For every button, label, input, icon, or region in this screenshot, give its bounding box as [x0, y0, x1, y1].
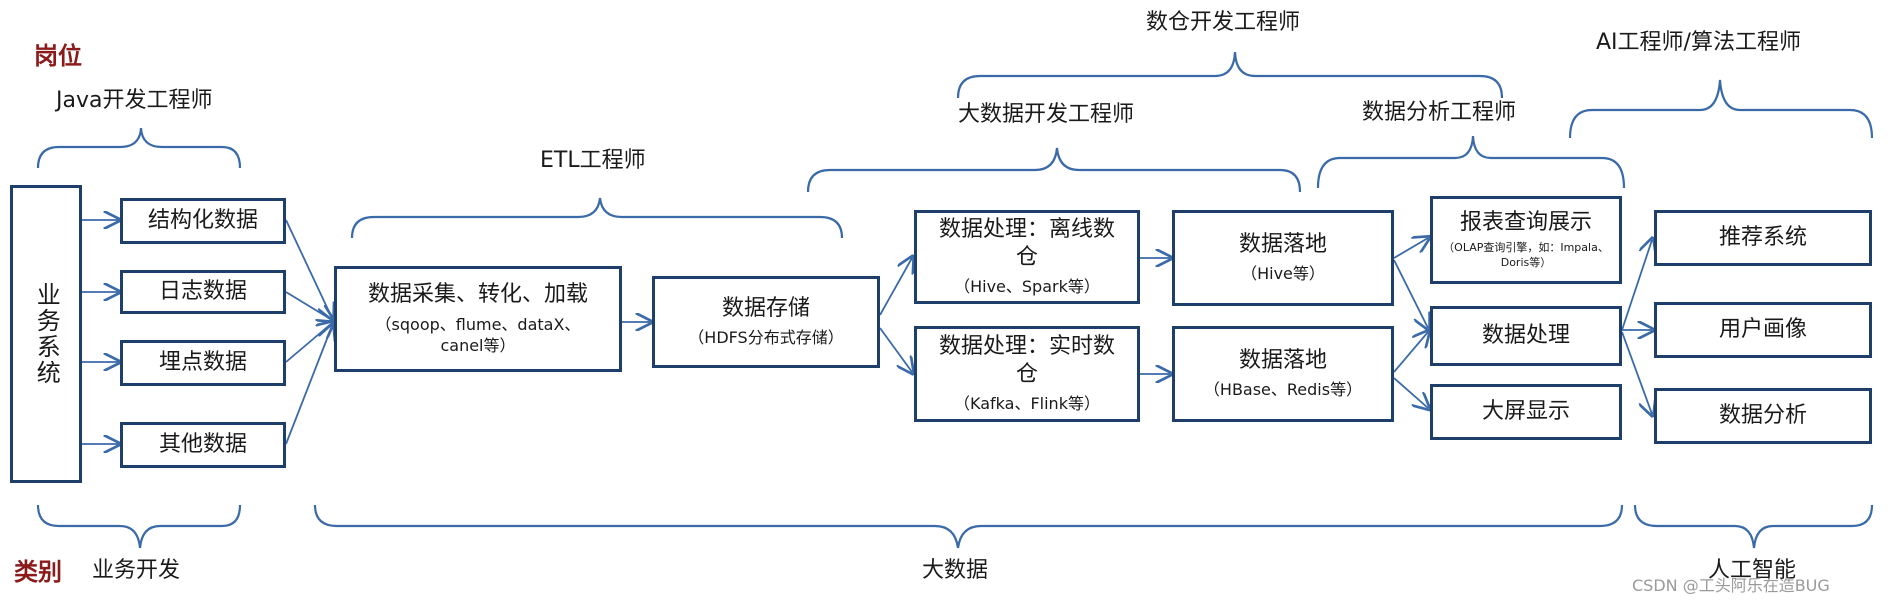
- landing-hive-box: 数据落地 （Hive等）: [1172, 210, 1394, 306]
- structured-data-label: 结构化数据: [147, 208, 258, 234]
- brace-big-data-dev: [806, 147, 1302, 193]
- business-system-box: 业务系统: [10, 185, 82, 483]
- ingest-subtitle: （sqoop、flume、dataX、canel等）: [375, 314, 581, 355]
- role-data-analyst: 数据分析工程师: [1362, 100, 1517, 125]
- role-dw-dev: 数仓开发工程师: [1146, 10, 1301, 35]
- report-query-title: 报表查询展示: [1459, 210, 1592, 236]
- role-java-dev: Java开发工程师: [56, 88, 213, 113]
- offline-subtitle: （Hive、Spark等）: [954, 277, 1100, 297]
- structured-data-box: 结构化数据: [120, 198, 286, 244]
- brace-etl: [350, 197, 844, 239]
- recommend-box: 推荐系统: [1654, 210, 1872, 266]
- landing-hbase-box: 数据落地 （HBase、Redis等）: [1172, 326, 1394, 422]
- big-screen-box: 大屏显示: [1430, 384, 1622, 440]
- realtime-processing-box: 数据处理：实时数仓 （Kafka、Flink等）: [914, 326, 1140, 422]
- user-profile-box: 用户画像: [1654, 302, 1872, 358]
- offline-processing-box: 数据处理：离线数仓 （Hive、Spark等）: [914, 210, 1140, 304]
- positions-heading: 岗位: [34, 42, 82, 70]
- other-data-box: 其他数据: [120, 422, 286, 468]
- brace-ai: [1568, 79, 1874, 139]
- role-etl: ETL工程师: [540, 148, 646, 173]
- ingest-box: 数据采集、转化、加载 （sqoop、flume、dataX、canel等）: [334, 266, 622, 372]
- log-data-box: 日志数据: [120, 270, 286, 314]
- brace-big-data: [313, 504, 1624, 549]
- category-business: 业务开发: [92, 558, 181, 583]
- tracking-data-label: 埋点数据: [158, 350, 247, 376]
- storage-subtitle: （HDFS分布式存储）: [688, 328, 844, 348]
- role-ai-algo: AI工程师/算法工程师: [1596, 30, 1801, 55]
- landing-hive-title: 数据落地: [1238, 231, 1327, 257]
- report-query-box: 报表查询展示 （OLAP查询引擎，如：Impala、Doris等）: [1430, 196, 1622, 284]
- category-big-data: 大数据: [922, 558, 989, 583]
- realtime-subtitle: （Kafka、Flink等）: [954, 394, 1100, 414]
- ingest-title: 数据采集、转化、加载: [367, 282, 588, 308]
- category-ai: 人工智能: [1708, 558, 1797, 583]
- watermark: CSDN @工头阿乐在造BUG: [1632, 576, 1830, 595]
- analysis-box: 数据分析: [1654, 388, 1872, 444]
- tracking-data-box: 埋点数据: [120, 340, 286, 386]
- brace-business: [36, 504, 242, 549]
- brace-java: [36, 127, 242, 169]
- log-data-label: 日志数据: [158, 279, 247, 305]
- analysis-label: 数据分析: [1718, 403, 1807, 429]
- recommend-label: 推荐系统: [1718, 225, 1807, 251]
- processing-label: 数据处理: [1481, 323, 1570, 349]
- brace-dw-dev: [956, 51, 1504, 99]
- brace-data-analyst: [1316, 135, 1626, 189]
- role-big-data-dev: 大数据开发工程师: [958, 102, 1135, 127]
- storage-title: 数据存储: [721, 295, 810, 321]
- landing-hive-subtitle: （Hive等）: [1241, 264, 1325, 284]
- landing-hbase-subtitle: （HBase、Redis等）: [1203, 380, 1363, 400]
- categories-heading: 类别: [14, 558, 62, 586]
- landing-hbase-title: 数据落地: [1238, 347, 1327, 373]
- processing-box: 数据处理: [1430, 306, 1622, 366]
- realtime-title: 数据处理：实时数仓: [938, 334, 1115, 387]
- report-query-subtitle: （OLAP查询引擎，如：Impala、Doris等）: [1443, 240, 1609, 269]
- user-profile-label: 用户画像: [1718, 317, 1807, 343]
- brace-ai-bottom: [1633, 504, 1874, 549]
- other-data-label: 其他数据: [158, 432, 247, 458]
- big-screen-label: 大屏显示: [1481, 399, 1570, 425]
- business-system-label: 业务系统: [32, 282, 61, 386]
- storage-box: 数据存储 （HDFS分布式存储）: [652, 276, 880, 368]
- offline-title: 数据处理：离线数仓: [938, 217, 1115, 270]
